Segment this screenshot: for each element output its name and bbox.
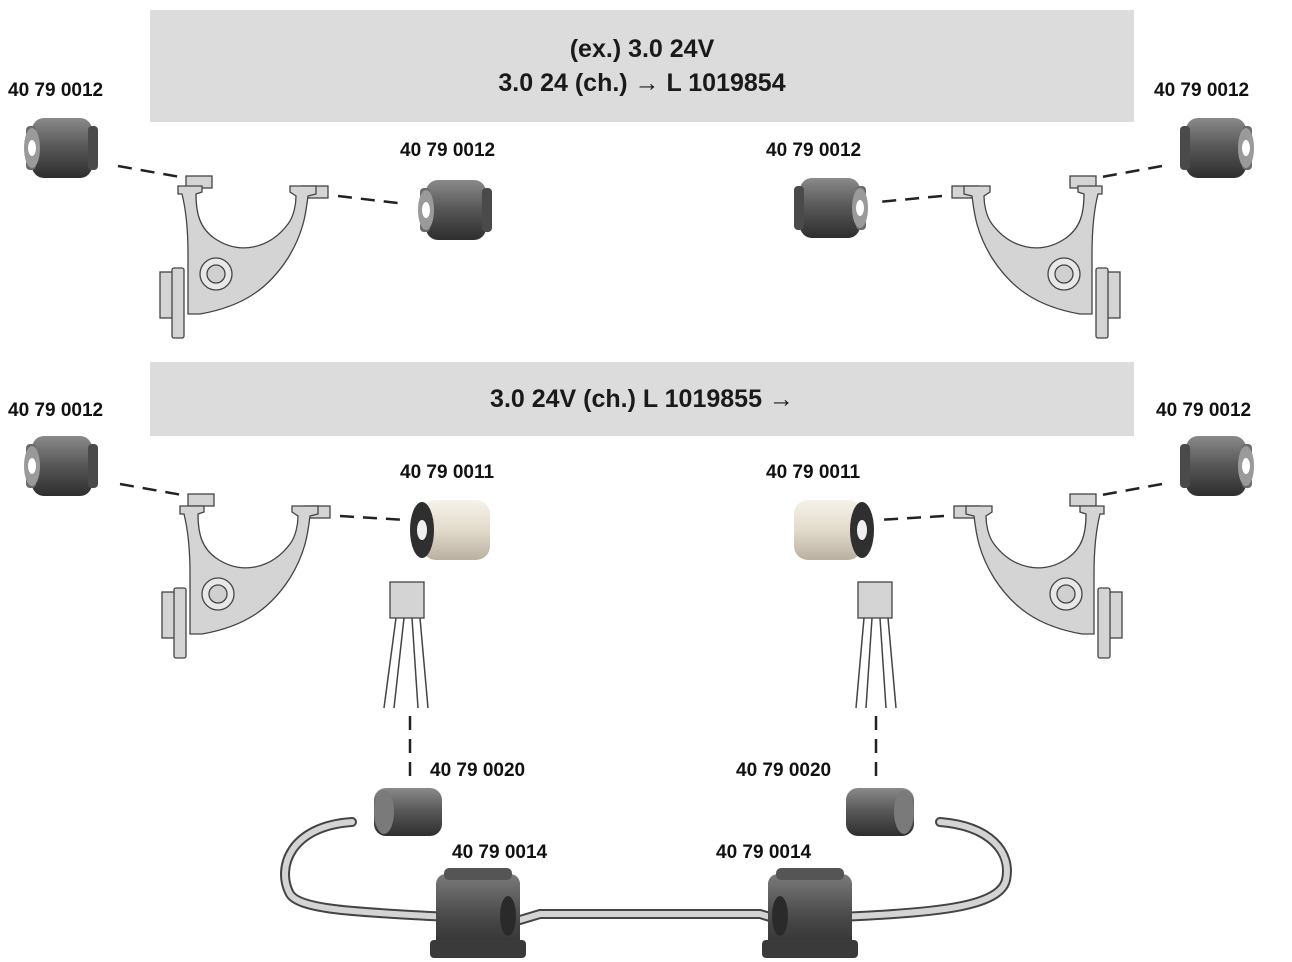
control-arm-icon <box>160 186 316 338</box>
link-bushing-right-icon <box>846 788 914 836</box>
bushing-icon <box>24 118 98 178</box>
top-right-assembly <box>794 118 1254 338</box>
stabilizer-link-right <box>856 582 896 776</box>
bushing-icon <box>418 180 492 240</box>
bushing-icon <box>410 500 490 560</box>
control-arm-icon <box>162 506 318 658</box>
bushing-icon <box>1180 118 1254 178</box>
top-left-assembly <box>24 118 492 338</box>
bushing-icon <box>794 178 868 238</box>
bushing-icon <box>794 500 874 560</box>
stabilizer-link-left <box>384 582 428 776</box>
bushing-icon <box>24 436 98 496</box>
bushing-icon <box>1180 436 1254 496</box>
sway-bar-bushing-left-icon <box>430 868 526 958</box>
sway-bar-bushing-right-icon <box>762 868 858 958</box>
link-bushing-left-icon <box>374 788 442 836</box>
control-arm-icon <box>966 506 1122 658</box>
control-arm-icon <box>964 186 1120 338</box>
sway-bar <box>285 822 1007 920</box>
